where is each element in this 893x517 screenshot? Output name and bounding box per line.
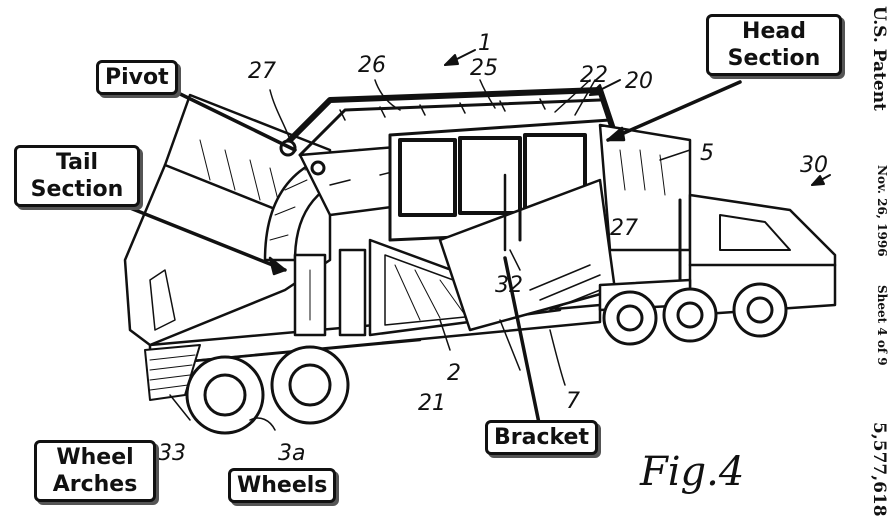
- numeral-22: 22: [580, 63, 608, 88]
- numeral-27-top: 27: [248, 59, 276, 84]
- numeral-20: 20: [625, 69, 653, 94]
- numeral-27-right: 27: [610, 216, 638, 241]
- truck-drawing: [108, 49, 837, 435]
- callout-pivot-text: Pivot: [105, 65, 169, 90]
- callout-leaders: [108, 80, 742, 430]
- numeral-30: 30: [800, 153, 828, 178]
- callout-wheels: Wheels: [228, 468, 337, 503]
- patent-date: Nov. 26, 1996: [875, 165, 889, 257]
- numeral-25: 25: [470, 56, 498, 81]
- callout-bracket: Bracket: [485, 420, 598, 455]
- callout-tail-section-line2: Section: [30, 177, 124, 202]
- callout-wheel-arches: Wheel Arches: [34, 440, 156, 502]
- callout-wheel-arches-line2: Arches: [52, 472, 138, 497]
- numeral-5: 5: [700, 141, 714, 166]
- callout-wheel-arches-line1: Wheel: [56, 445, 134, 470]
- numeral-7: 7: [566, 389, 580, 414]
- callout-head-section-line2: Section: [727, 46, 821, 71]
- patent-title: U.S. Patent: [869, 6, 889, 111]
- callout-wheels-text: Wheels: [237, 473, 328, 498]
- callout-pivot: Pivot: [96, 60, 178, 95]
- front-wheels: [602, 282, 788, 346]
- rear-wheels: [185, 345, 350, 435]
- callout-head-section: Head Section: [706, 14, 842, 76]
- numeral-33: 33: [158, 441, 186, 466]
- figure-label: Fig.4: [639, 449, 744, 495]
- callout-tail-section-line1: Tail: [55, 150, 99, 175]
- numeral-32: 32: [495, 273, 523, 298]
- numeral-26: 26: [358, 53, 386, 78]
- top-frame: [282, 87, 618, 148]
- callout-bracket-text: Bracket: [494, 425, 589, 450]
- numeral-1: 1: [478, 31, 492, 56]
- patent-sheet: Sheet 4 of 9: [875, 285, 889, 366]
- numeral-2: 2: [447, 361, 461, 386]
- callout-tail-section: Tail Section: [14, 145, 140, 207]
- callout-head-section-line1: Head: [742, 19, 806, 44]
- numeral-21: 21: [418, 391, 446, 416]
- patent-number: 5,577,618: [869, 422, 889, 517]
- numeral-3a: 3a: [278, 441, 305, 466]
- reference-numerals: 1 2 3a 5 7 20 21 22 25 26 27 27 30 32 33…: [158, 31, 828, 495]
